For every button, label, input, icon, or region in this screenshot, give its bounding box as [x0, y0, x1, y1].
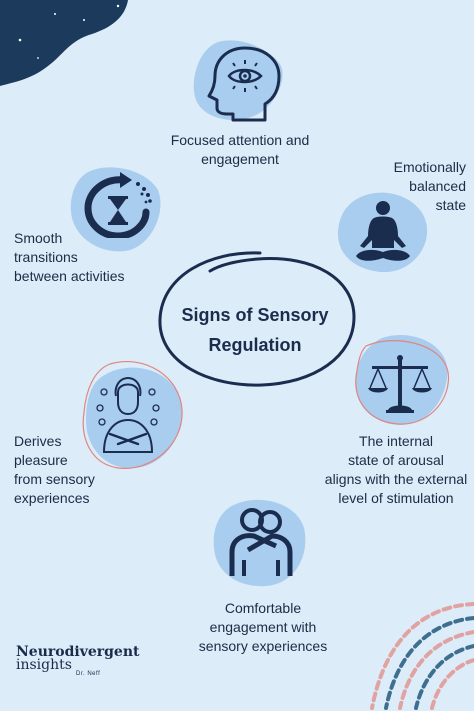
- hug-icon: [229, 508, 293, 576]
- brand-name-line-1: Neurodivergent: [16, 644, 140, 660]
- brand-name-line-2: insights: [16, 657, 72, 673]
- dashed-arcs-decoration: [370, 602, 474, 710]
- brand-logo: Neurodivergent insights Dr. Neff: [16, 644, 146, 677]
- meditation-icon: [356, 201, 410, 261]
- item-balanced-label: Emotionally balanced state: [393, 159, 466, 213]
- title-ring: [158, 251, 356, 387]
- scales-icon: [368, 355, 432, 413]
- item-transitions-label: Smooth transitions between activities: [14, 230, 125, 284]
- blob-pleasure: [82, 360, 183, 469]
- eye-mind-icon: [207, 46, 281, 122]
- self-hug-icon: [96, 376, 160, 453]
- corner-decoration: [0, 0, 128, 86]
- item-focused-label: Focused attention and engagement: [170, 132, 310, 167]
- hourglass-cycle-icon: [84, 172, 152, 238]
- title-line-1: Signs of Sensory: [181, 305, 329, 325]
- item-pleasure-label: Derives pleasure from sensory experience…: [14, 433, 95, 506]
- page-title: Signs of Sensory Regulation: [150, 300, 360, 360]
- item-arousal-label: The internal state of arousal aligns wit…: [324, 433, 468, 506]
- brand-byline: Dr. Neff: [76, 671, 101, 677]
- item-engagement-label: Comfortable engagement with sensory expe…: [198, 600, 328, 654]
- title-line-2: Regulation: [208, 335, 302, 355]
